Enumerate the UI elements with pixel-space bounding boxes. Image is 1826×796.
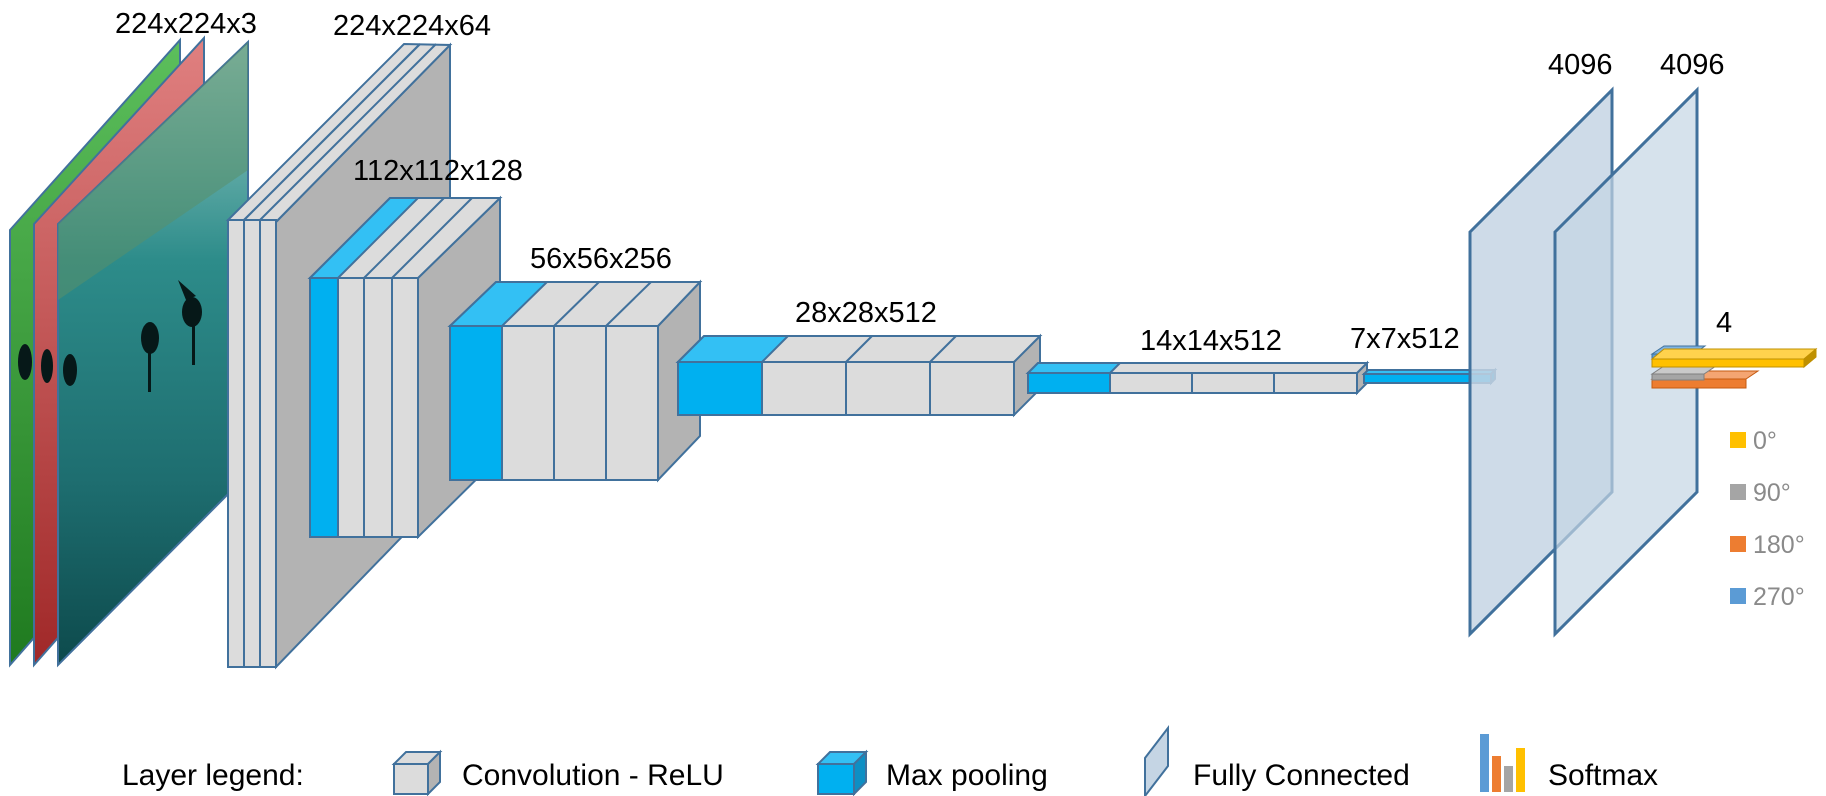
legend-softmax-label: Softmax [1548, 759, 1658, 792]
conv1-dim-label: 224x224x64 [333, 10, 491, 42]
conv4-block [678, 336, 1040, 415]
conv3-slab [606, 326, 658, 480]
conv3-slab [502, 326, 554, 480]
pool2-slab [310, 278, 338, 537]
softmax-icon [1480, 734, 1525, 792]
conv4-dim-label: 28x28x512 [795, 297, 937, 329]
class-legend: 0° 90° 180° 270° [1730, 427, 1805, 611]
class-0-swatch [1730, 432, 1746, 448]
layer-legend: Layer legend: Convolution - ReLU Max poo… [122, 728, 1658, 796]
conv3-dim-label: 56x56x256 [530, 243, 672, 275]
legend-conv-label: Convolution - ReLU [462, 759, 724, 792]
pool4-slab [678, 362, 762, 415]
legend-pool-label: Max pooling [886, 759, 1048, 792]
conv1-slab [228, 220, 244, 667]
conv5-slab [1110, 373, 1192, 393]
conv2-slab [338, 278, 364, 537]
class-270-label: 270° [1753, 583, 1805, 611]
conv1-slab [244, 220, 260, 667]
conv2-slab [364, 278, 392, 537]
class-180-label: 180° [1753, 531, 1805, 559]
conv5-dim-label: 14x14x512 [1140, 325, 1282, 357]
input-image-stack [10, 38, 248, 665]
fc1-dim-label: 4096 [1548, 49, 1613, 81]
pool3-slab [450, 326, 502, 480]
conv-relu-icon [394, 752, 440, 794]
legend-fc-label: Fully Connected [1193, 759, 1410, 792]
max-pooling-icon [818, 752, 866, 794]
class-270-swatch [1730, 588, 1746, 604]
fully-connected-icon [1145, 728, 1168, 796]
conv1-slab [260, 220, 276, 667]
class-0-label: 0° [1753, 427, 1777, 455]
class-90-swatch [1730, 484, 1746, 500]
pool5a-top [1028, 363, 1120, 373]
conv5-block [1028, 363, 1367, 393]
input-dim-label: 224x224x3 [115, 8, 257, 40]
conv3-slab [554, 326, 606, 480]
bar-90 [1652, 374, 1704, 380]
pool5a-slab [1028, 373, 1110, 393]
conv5-slab [1192, 373, 1274, 393]
class-180-swatch [1730, 536, 1746, 552]
conv5-slab [1274, 373, 1357, 393]
class-90-label: 90° [1753, 479, 1791, 507]
conv4-slab [846, 362, 930, 415]
bar-0 [1652, 359, 1804, 367]
conv2-slab [392, 278, 418, 537]
conv4-slab [930, 362, 1014, 415]
softmax-output [1652, 346, 1816, 388]
conv2-dim-label: 112x112x128 [353, 155, 523, 187]
legend-title: Layer legend: [122, 759, 304, 792]
conv3-block [450, 282, 700, 480]
conv4-slab [762, 362, 846, 415]
softmax-dim-label: 4 [1716, 307, 1732, 339]
pool5-dim-label: 7x7x512 [1350, 323, 1460, 355]
fc2-dim-label: 4096 [1660, 49, 1725, 81]
